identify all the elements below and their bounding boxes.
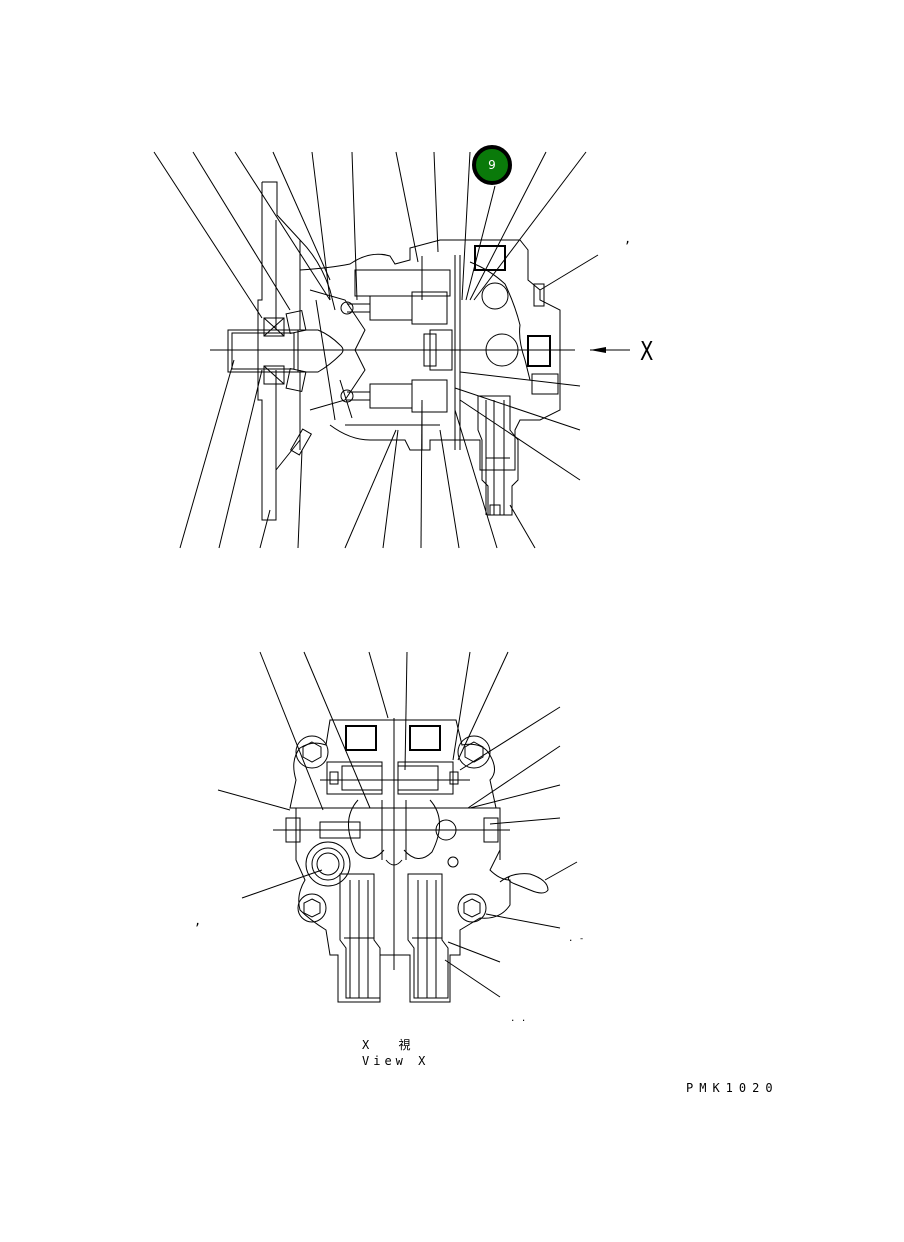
view-direction-label: X (640, 337, 654, 367)
piston-upper (340, 291, 448, 325)
plug-left (305, 841, 351, 887)
bolt-top-right (457, 735, 491, 769)
leader-lines-top (153, 151, 599, 319)
bolt-bottom-right (457, 893, 487, 923)
bolt-bottom-left (297, 893, 327, 923)
view-caption-en: View X (362, 1054, 430, 1068)
callout-badge-9[interactable]: 9 (472, 145, 512, 185)
stray-mark: , (194, 914, 202, 928)
valve-cartridge (477, 395, 519, 516)
view-caption-jp: X 視 (362, 1038, 415, 1052)
stray-mark: , (624, 232, 632, 246)
callout-number: 9 (488, 158, 496, 172)
lifting-eye (499, 873, 549, 894)
stray-mark: . . (510, 1014, 527, 1024)
leader-lines-view-x (217, 651, 578, 998)
cartridge-left (339, 873, 381, 999)
bolt-top-left (295, 735, 329, 769)
leader-lines-bottom (179, 359, 536, 549)
drawing-code: PMK1020 (686, 1081, 779, 1095)
view-x-arrow-head (590, 347, 606, 353)
view-x-drawing (217, 651, 578, 1003)
cartridge-right (407, 873, 449, 999)
piston-lower (340, 379, 448, 413)
stray-mark: . - (568, 934, 585, 944)
section-view (153, 151, 630, 549)
flange-outline (262, 181, 336, 311)
